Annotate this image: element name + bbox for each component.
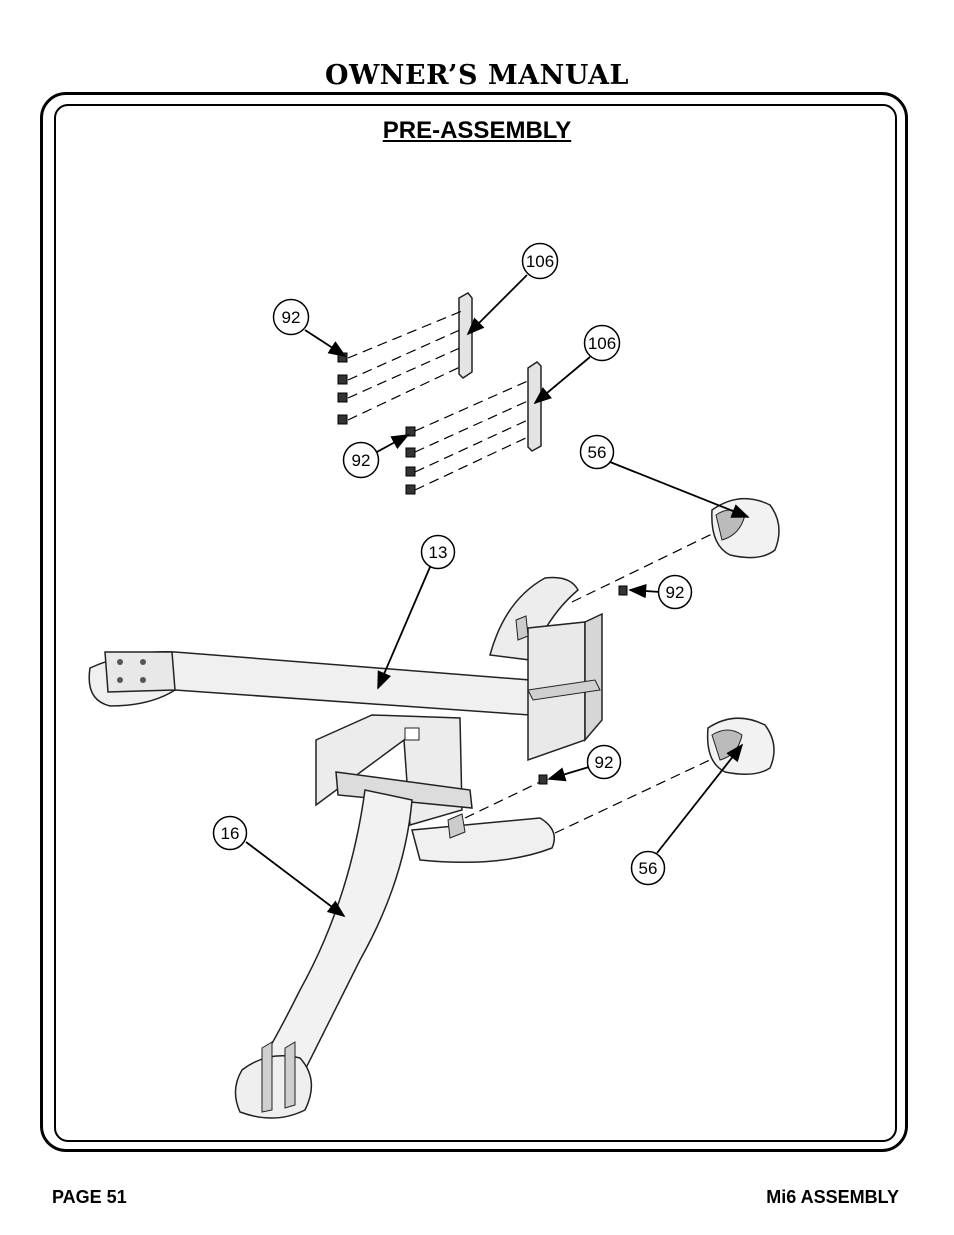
callout-92-lower-leg: 92 [586, 744, 622, 780]
leader-lines [245, 274, 750, 918]
nut-set-92-lower [405, 426, 416, 495]
svg-text:56: 56 [588, 443, 607, 462]
svg-text:92: 92 [666, 583, 685, 602]
bracket-plate-106-lower [527, 361, 542, 452]
document-section-name: Mi6 ASSEMBLY [766, 1187, 899, 1207]
nut-set-92-upper [337, 352, 348, 425]
callout-92-lower: 92 [342, 441, 380, 479]
end-cap-56-upper [711, 497, 780, 559]
frame-13 [88, 576, 603, 762]
callout-13: 13 [420, 534, 456, 570]
callout-16: 16 [212, 815, 248, 851]
nut-92-lower-leg [538, 774, 548, 785]
svg-text:92: 92 [595, 753, 614, 772]
callout-106-lower: 106 [583, 324, 621, 362]
dash-line-cap-lower [554, 757, 715, 834]
svg-text:92: 92 [352, 451, 371, 470]
callout-56-upper: 56 [579, 434, 615, 470]
section-title: PRE-ASSEMBLY [382, 117, 572, 144]
bracket-plate-106-upper [458, 292, 473, 379]
callout-92-mid: 92 [657, 574, 693, 610]
callout-106-upper: 106 [521, 242, 559, 280]
svg-text:92: 92 [282, 308, 301, 327]
nut-92-mid [618, 585, 628, 596]
dash-line-cap-upper [571, 533, 713, 603]
svg-text:106: 106 [588, 334, 616, 353]
svg-text:13: 13 [429, 543, 448, 562]
manual-title: OWNER’S MANUAL [324, 60, 630, 91]
callout-56-lower: 56 [630, 850, 666, 886]
svg-text:56: 56 [639, 859, 658, 878]
callout-92-upper: 92 [272, 298, 310, 336]
frame-16 [234, 714, 555, 1119]
bolt-set-92-upper [347, 310, 463, 421]
inner-page-frame [54, 104, 897, 1142]
page-number: PAGE 51 [52, 1187, 127, 1207]
outer-page-frame [40, 92, 908, 1152]
bolt-set-92-lower [414, 379, 531, 491]
svg-text:106: 106 [526, 252, 554, 271]
svg-text:16: 16 [221, 824, 240, 843]
dash-line-nut-lower [464, 781, 541, 819]
